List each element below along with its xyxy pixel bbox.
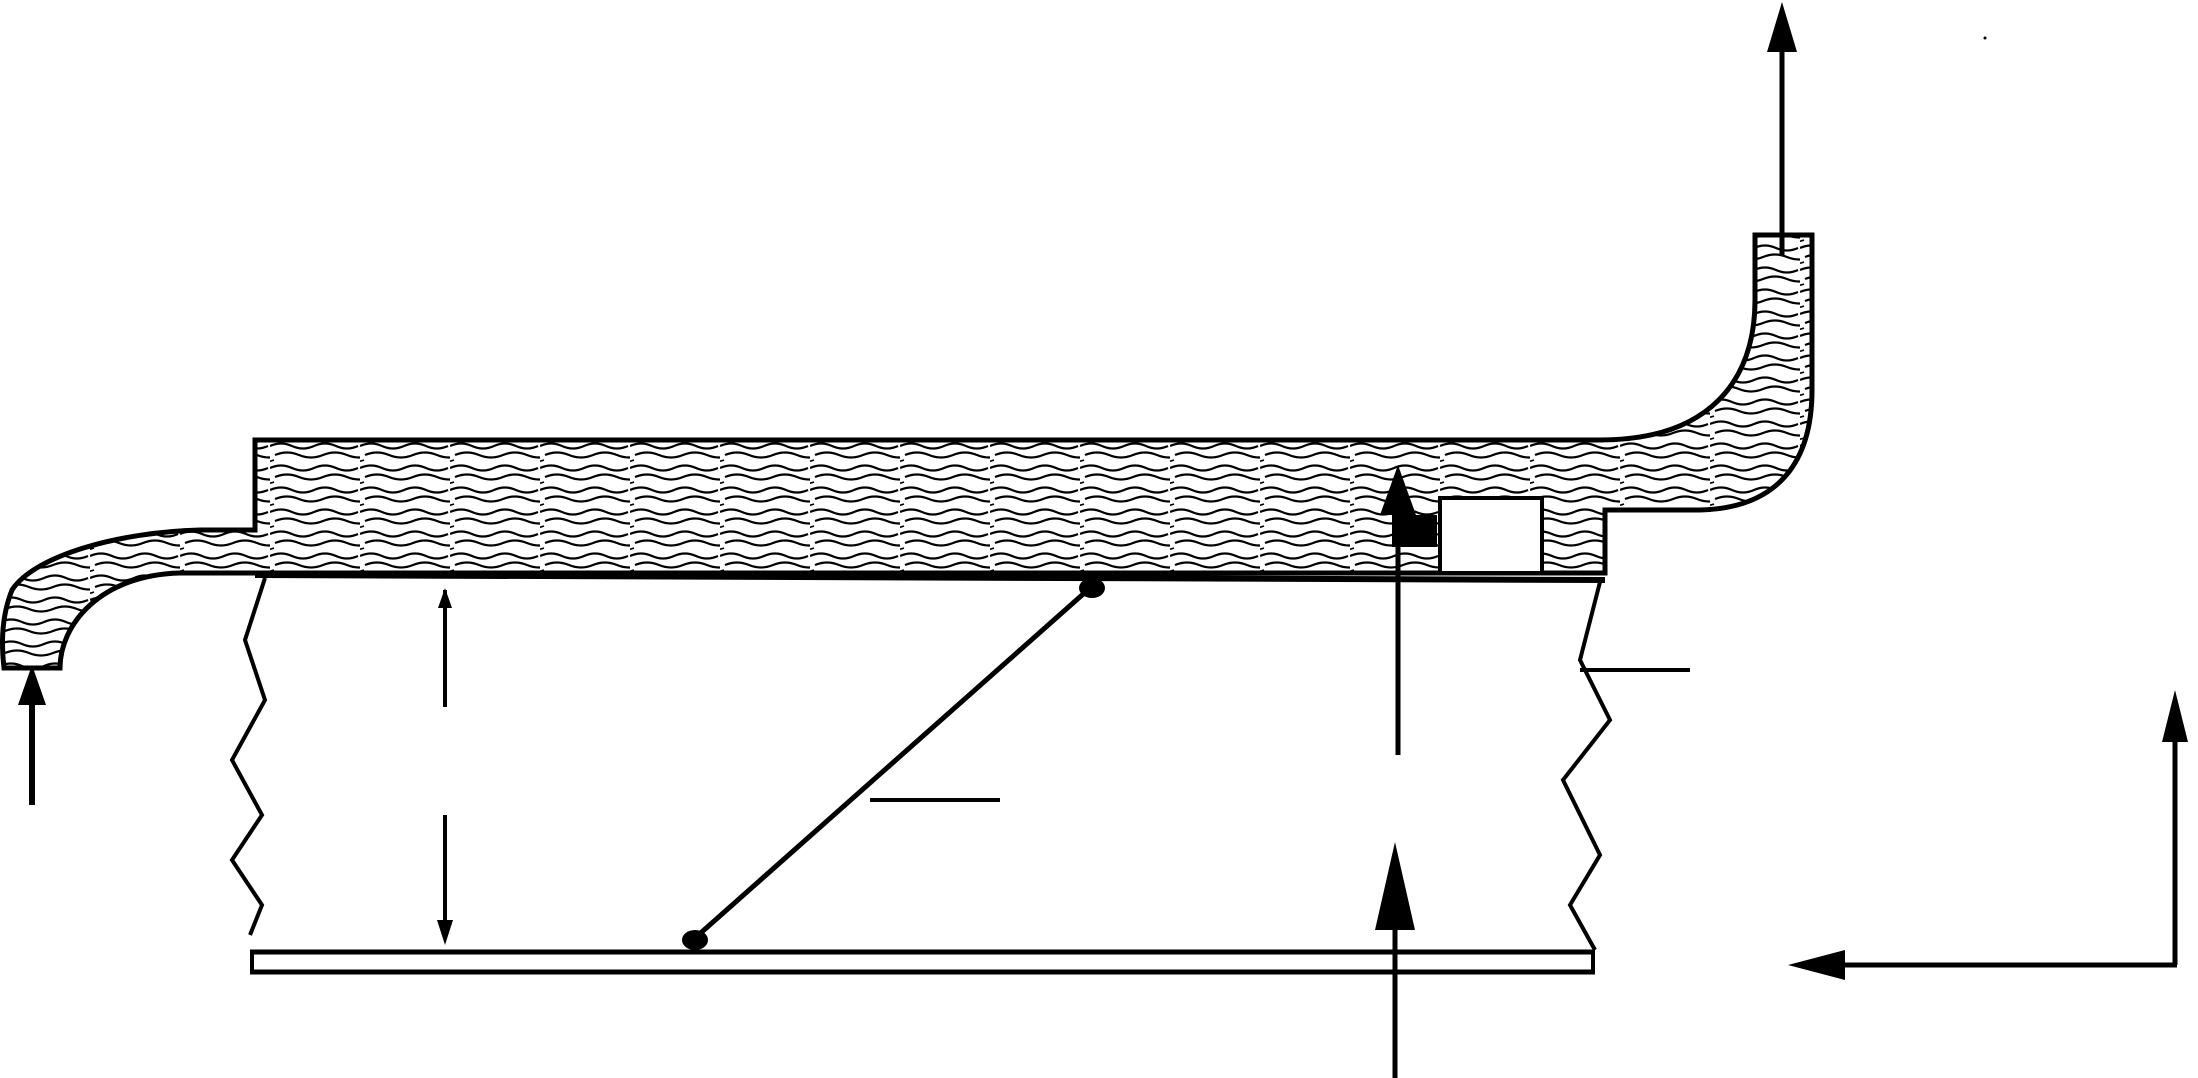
duct-body bbox=[0, 232, 1815, 671]
coordinate-axes-icon bbox=[1788, 690, 2188, 980]
inner-chamber bbox=[1438, 496, 1544, 575]
upper-plate-edge bbox=[254, 572, 1606, 583]
force-arrow-lower-icon bbox=[1375, 842, 1415, 1078]
scan-dot bbox=[1983, 36, 1987, 40]
gap-dimension bbox=[437, 588, 453, 945]
left-break-line bbox=[229, 577, 268, 936]
inlet-arrow-icon bbox=[18, 665, 46, 805]
force-arrow-upper-icon bbox=[1380, 465, 1437, 755]
right-break-line bbox=[1560, 581, 1613, 951]
outlet-arrow-icon bbox=[1767, 2, 1797, 255]
diagonal-member bbox=[682, 578, 1105, 950]
